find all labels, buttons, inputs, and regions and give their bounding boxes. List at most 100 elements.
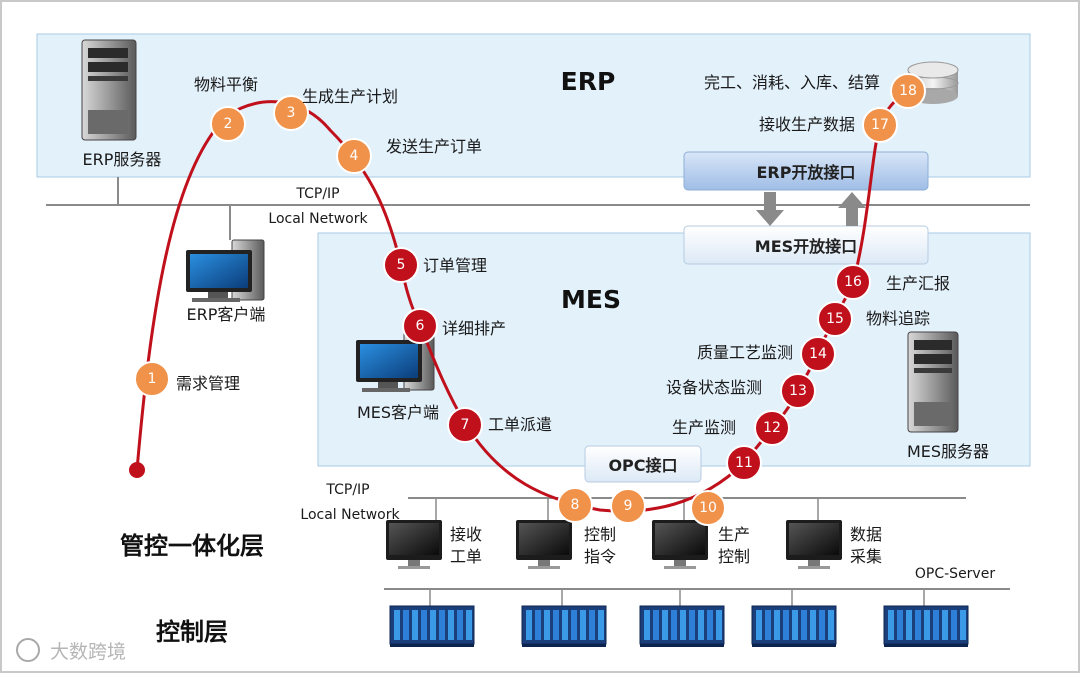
step-number: 2 [224,116,233,132]
plc-rack-icon [521,589,607,647]
top-network-label-1: TCP/IP [295,186,339,202]
step-8: 8 [557,487,593,523]
step-label: 完工、消耗、入库、结算 [704,73,880,92]
plc-rack-icon [883,589,969,647]
step-number: 4 [350,148,359,164]
step-circle [273,95,309,131]
step-label: 生产监测 [672,418,736,437]
step-number: 3 [287,105,296,121]
step-number: 8 [571,497,580,513]
step-2: 2 物料平衡 [194,75,258,142]
step-label: 发送生产订单 [386,137,482,156]
top-network-label-2: Local Network [268,211,368,227]
mes-server-label: MES服务器 [907,442,989,461]
mes-open-interface: MES开放接口 [683,225,929,265]
erp-open-interface: ERP开放接口 [683,151,929,191]
terminal-label-line1: 接收 [450,525,482,544]
step-circle [890,73,926,109]
terminal-label-line2: 采集 [850,547,882,566]
mes-server-icon [907,331,959,433]
step-17: 17 接收生产数据 [759,107,898,143]
step-label: 订单管理 [423,256,487,275]
step-1: 1 需求管理 [134,361,240,397]
step-number: 5 [397,257,406,273]
step-circle [210,106,246,142]
step-circle [754,410,790,446]
step-number: 1 [148,371,157,387]
plc-group [389,589,969,647]
step-number: 9 [624,498,633,514]
step-circle [726,445,762,481]
mes-client-label: MES客户端 [357,403,439,422]
step-5: 5 订单管理 [383,247,487,283]
step-circle [862,107,898,143]
step-6: 6 详细排产 [402,308,506,344]
step-circle [690,490,726,526]
bottom-network-label-1: TCP/IP [325,482,369,498]
step-label: 物料平衡 [194,75,258,94]
up-arrow-icon [838,192,866,226]
terminal-label-line1: 数据 [850,525,882,544]
step-number: 14 [809,346,827,362]
terminal-label-line2: 工单 [450,547,482,566]
flow-start-dot [129,462,145,478]
step-circle [402,308,438,344]
step-label: 详细排产 [442,319,506,338]
step-number: 16 [844,274,862,290]
step-label: 需求管理 [176,374,240,393]
watermark-logo-icon [16,638,40,662]
svg-text:MES开放接口: MES开放接口 [755,237,857,256]
opc-server-label: OPC-Server [915,566,995,582]
erp-server-label: ERP服务器 [83,150,162,169]
step-number: 7 [461,417,470,433]
step-11: 11 [726,445,762,481]
plc-rack-icon [751,589,837,647]
terminal-label-line1: 生产 [718,525,750,544]
step-number: 13 [789,383,807,399]
step-number: 6 [416,318,425,334]
step-circle [336,138,372,174]
step-circle [383,247,419,283]
step-circle [835,264,871,300]
step-label: 质量工艺监测 [697,343,793,362]
erp-server-icon [81,39,137,141]
control-integration-layer-label: 管控一体化层 [120,532,264,560]
step-circle [447,407,483,443]
svg-text:OPC接口: OPC接口 [608,456,677,475]
step-3: 3 生成生产计划 [273,87,398,131]
erp-client-label: ERP客户端 [187,305,266,324]
step-number: 18 [899,83,917,99]
down-arrow-icon [756,192,784,226]
step-16: 16 生产汇报 [835,264,950,300]
step-circle [780,373,816,409]
terminal-label-line1: 控制 [584,525,616,544]
step-4: 4 发送生产订单 [336,137,482,174]
step-circle [134,361,170,397]
step-label: 生产汇报 [886,274,950,293]
svg-text:ERP开放接口: ERP开放接口 [757,163,856,182]
step-9: 9 [610,488,646,524]
watermark: 大数跨境 [16,638,126,663]
step-label: 工单派遣 [488,415,552,434]
step-circle [557,487,593,523]
step-circle [800,336,836,372]
plc-rack-icon [389,589,475,647]
step-label: 生成生产计划 [302,87,398,106]
step-number: 10 [699,500,717,516]
step-14: 14 质量工艺监测 [697,336,836,372]
step-label: 接收生产数据 [759,115,855,134]
mes-zone-label: MES [561,285,621,314]
bottom-network-label-2: Local Network [300,507,400,523]
plc-rack-icon [639,589,725,647]
step-number: 17 [871,117,889,133]
step-18: 18 完工、消耗、入库、结算 [704,73,926,109]
